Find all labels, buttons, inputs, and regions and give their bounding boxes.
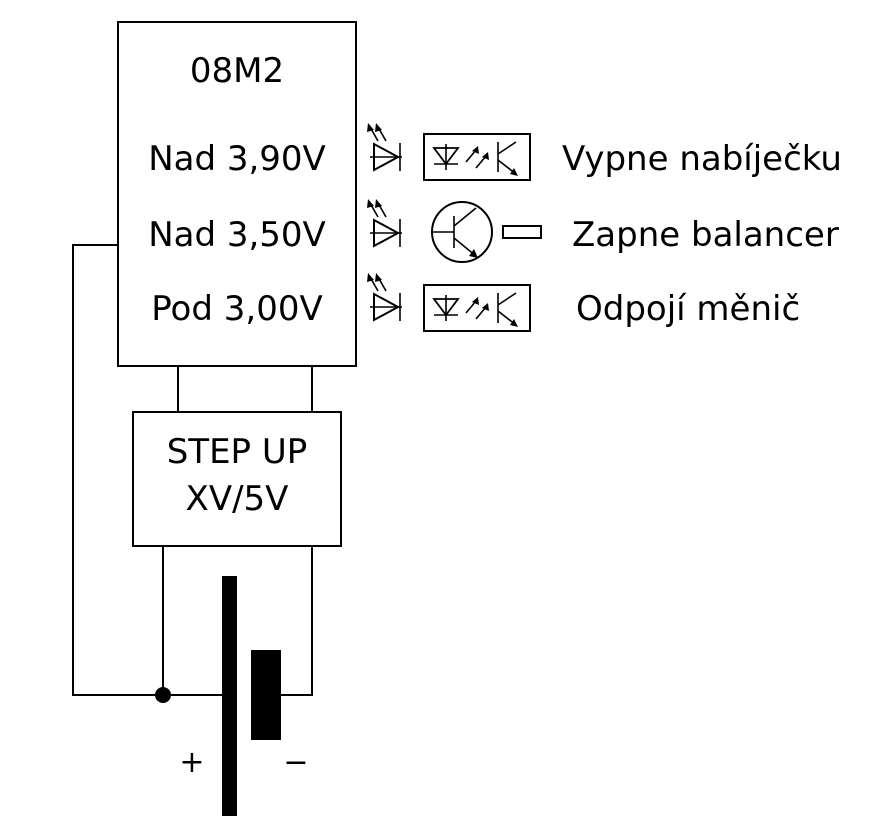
- battery-minus-plate: [251, 650, 281, 740]
- led-icon: [367, 123, 402, 172]
- optocoupler-icon: [423, 284, 531, 332]
- junction-dot: [155, 687, 171, 703]
- optocoupler-icon: [423, 133, 531, 181]
- mcu-box: [117, 21, 357, 367]
- battery-icon: + −: [179, 576, 309, 816]
- mcu-line-1: Nad 3,90V: [148, 139, 326, 179]
- battery-plus-label: +: [179, 745, 204, 780]
- sense-wire: [72, 244, 163, 696]
- mcu-line-3: Pod 3,00V: [151, 289, 322, 329]
- battery-plus-plate: [222, 576, 237, 816]
- output-label-2: Zapne balancer: [572, 215, 839, 255]
- balancer-resistor: [502, 225, 542, 239]
- battery-minus-label: −: [283, 745, 308, 780]
- output-row-1: Vypne nabíječku: [367, 123, 842, 181]
- mcu-block: 08M2 Nad 3,90V Nad 3,50V Pod 3,00V: [117, 21, 357, 367]
- transistor-icon: [431, 201, 493, 263]
- output-row-3: Odpojí měnič: [367, 273, 800, 332]
- stepup-right-wire: [280, 547, 313, 696]
- stepup-line-2: XV/5V: [186, 479, 289, 519]
- stepup-line-1: STEP UP: [167, 432, 308, 472]
- led-icon: [367, 199, 402, 248]
- led-icon: [367, 273, 402, 322]
- mcu-line-2: Nad 3,50V: [148, 215, 326, 255]
- output-label-3: Odpojí měnič: [576, 289, 800, 329]
- output-label-1: Vypne nabíječku: [562, 139, 842, 179]
- wires: [72, 244, 313, 703]
- stepup-box: [132, 411, 342, 547]
- stepup-block: STEP UP XV/5V: [132, 411, 342, 547]
- mcu-name: 08M2: [190, 51, 284, 91]
- output-row-2: Zapne balancer: [367, 199, 839, 263]
